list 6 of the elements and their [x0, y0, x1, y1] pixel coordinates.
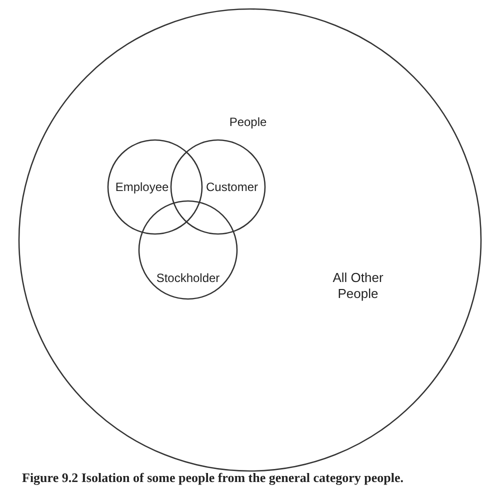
set-label: People: [229, 115, 267, 129]
set-label: Customer: [206, 180, 258, 194]
region-label: All Other People: [332, 270, 384, 302]
set-label: Stockholder: [156, 271, 220, 285]
figure-caption: Figure 9.2 Isolation of some people from the general category people.: [22, 470, 404, 486]
set-label: Employee: [115, 180, 169, 194]
